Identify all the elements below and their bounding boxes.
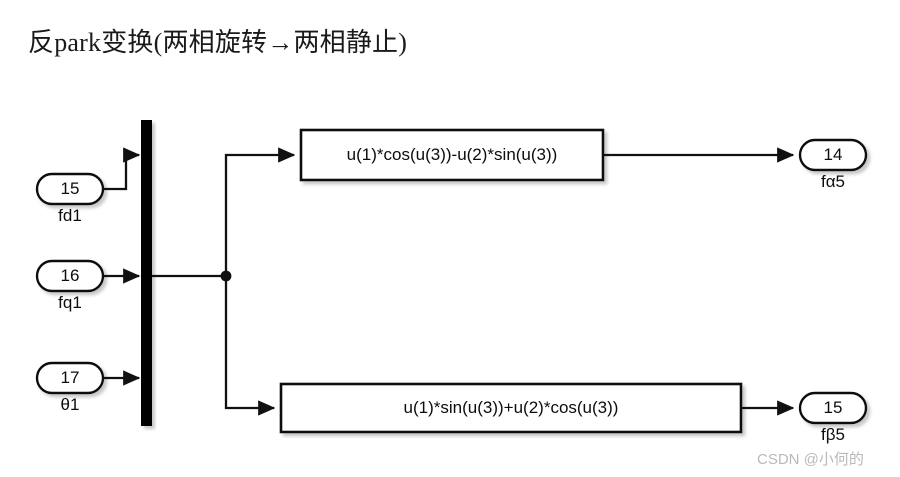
- output-port-block-14[interactable]: [798, 138, 868, 172]
- signal-line-branch-to-top-block: [224, 147, 296, 276]
- input-port-17-number: 17: [60, 368, 80, 387]
- input-port-15-number: 15: [60, 179, 80, 198]
- input-port-17-label: θ1: [60, 395, 80, 414]
- fcn-block-beta-expression: u(1)*sin(u(3))+u(2)*cos(u(3)): [403, 398, 619, 417]
- output-port-14-shape: [798, 138, 868, 172]
- fcn-block-alpha-expression: u(1)*cos(u(3))-u(2)*sin(u(3)): [346, 145, 558, 164]
- signal-branch-junction-dot: [220, 270, 232, 282]
- output-port-15-shape: [798, 391, 868, 425]
- mux-bar[interactable]: [141, 120, 152, 426]
- fcn-block-alpha[interactable]: [299, 128, 605, 182]
- csdn-watermark: CSDN @小何的: [757, 451, 864, 468]
- input-port-15-label: fd1: [58, 206, 82, 225]
- output-port-block-15[interactable]: [798, 391, 868, 425]
- output-port-15-label: fβ5: [821, 425, 845, 444]
- page-title: 反park变换(两相旋转→两相静止): [28, 28, 408, 57]
- signal-line-fd1-to-mux: [103, 147, 141, 191]
- output-port-14-label: fα5: [820, 172, 845, 191]
- signal-line-branch-to-bottom-block: [224, 276, 276, 416]
- output-port-14-number: 14: [823, 145, 843, 164]
- input-port-16-number: 16: [60, 266, 80, 285]
- input-port-16-label: fq1: [58, 293, 82, 312]
- output-port-15-number: 15: [823, 398, 843, 417]
